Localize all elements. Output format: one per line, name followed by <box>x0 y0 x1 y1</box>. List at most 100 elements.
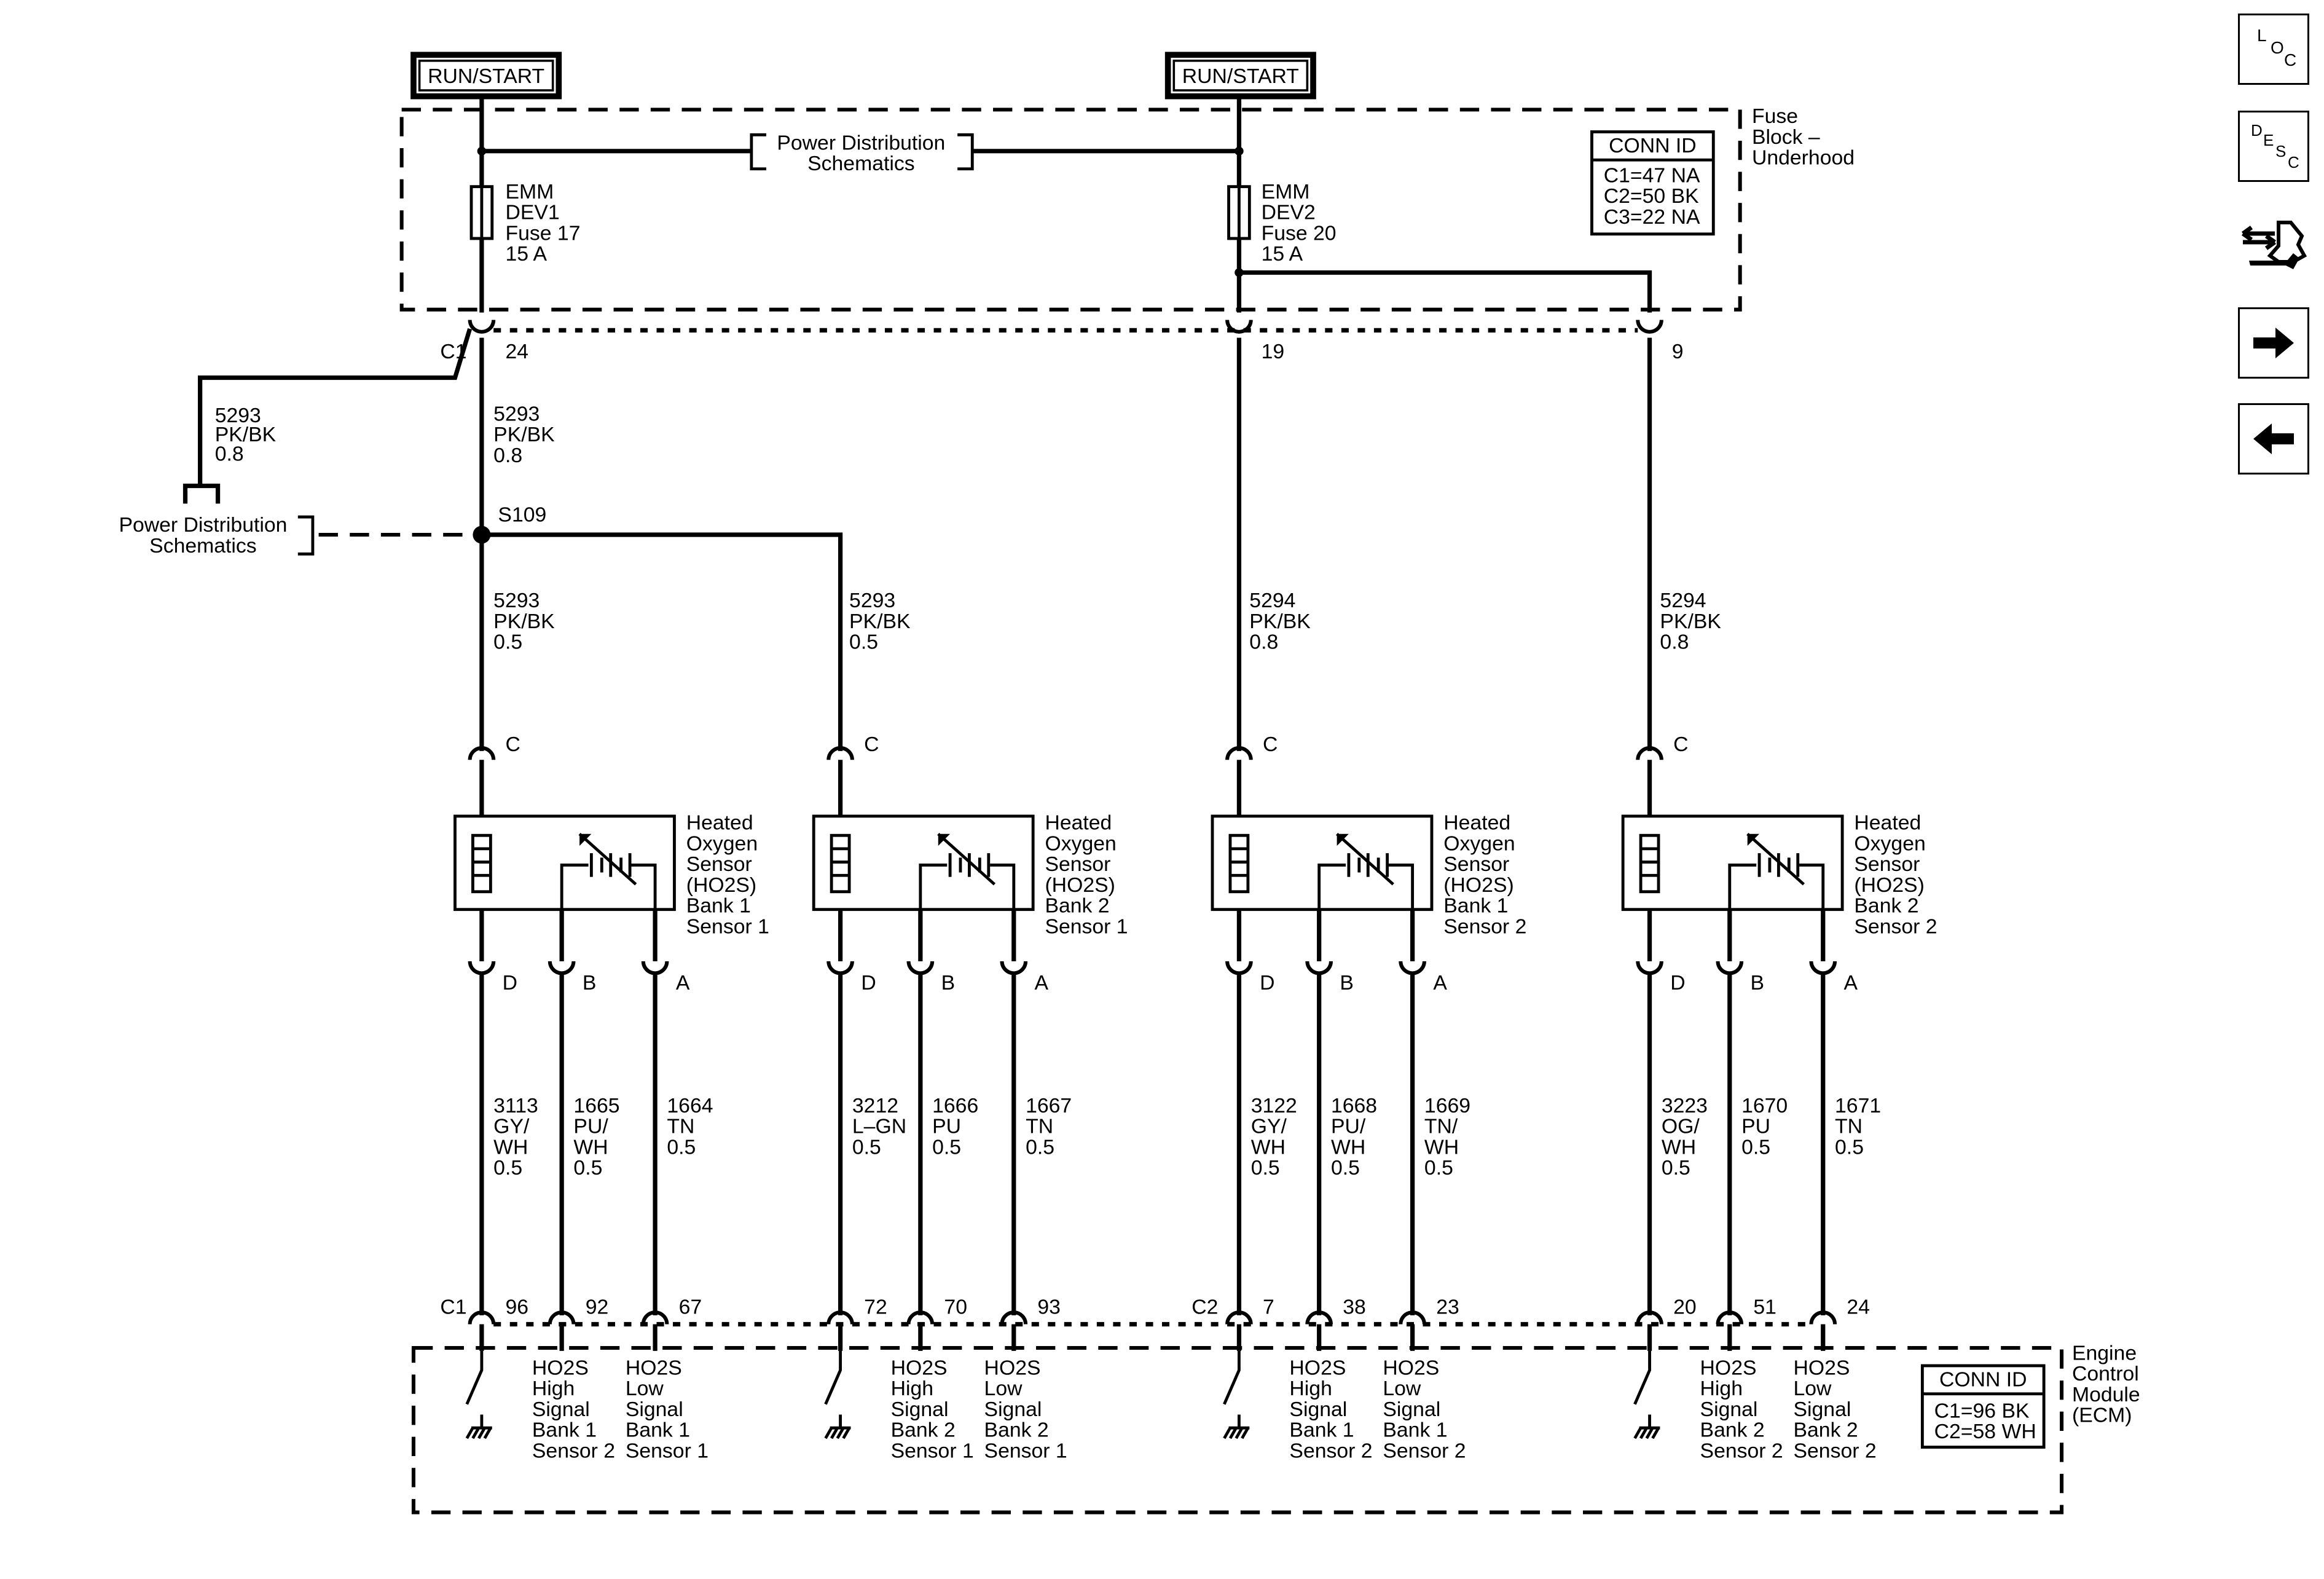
svg-text:70: 70 <box>944 1296 967 1319</box>
svg-text:5293: 5293 <box>215 404 261 427</box>
svg-text:HO2S: HO2S <box>1794 1356 1850 1379</box>
ecm-name-1: Engine <box>2072 1341 2137 1364</box>
svg-text:9: 9 <box>1672 340 1684 363</box>
svg-text:Sensor 1: Sensor 1 <box>984 1439 1067 1462</box>
svg-text:Sensor 2: Sensor 2 <box>1383 1439 1466 1462</box>
svg-text:15 A: 15 A <box>1262 242 1303 266</box>
svg-text:Oxygen: Oxygen <box>686 832 758 855</box>
previous-page-button[interactable] <box>2238 403 2309 474</box>
svg-text:HO2S: HO2S <box>984 1356 1041 1379</box>
ecm-name-3: Module <box>2072 1383 2140 1406</box>
next-page-button[interactable] <box>2238 307 2309 379</box>
svg-text:RUN/START: RUN/START <box>1182 65 1299 88</box>
connector-pin-9: 9 <box>1636 320 1684 363</box>
location-button[interactable]: L O C <box>2238 14 2309 85</box>
svg-text:Signal: Signal <box>891 1398 949 1421</box>
svg-text:PK/BK: PK/BK <box>849 610 911 633</box>
svg-text:Sensor 2: Sensor 2 <box>1700 1439 1783 1462</box>
svg-text:0.5: 0.5 <box>1662 1156 1690 1179</box>
svg-text:7: 7 <box>1263 1296 1274 1319</box>
ecm-name-2: Control <box>2072 1362 2139 1385</box>
svg-text:Low: Low <box>984 1377 1023 1400</box>
svg-text:5294: 5294 <box>1249 589 1295 612</box>
svg-text:Sensor: Sensor <box>686 853 752 876</box>
svg-text:Signal: Signal <box>984 1398 1042 1421</box>
svg-text:O: O <box>2271 38 2284 57</box>
svg-text:WH: WH <box>573 1135 608 1159</box>
connector-tools-button[interactable] <box>2238 209 2309 280</box>
svg-text:Bank 2: Bank 2 <box>1045 894 1109 918</box>
svg-text:24: 24 <box>505 340 528 363</box>
svg-text:23: 23 <box>1436 1296 1459 1319</box>
svg-text:1664: 1664 <box>667 1094 713 1117</box>
svg-text:Bank 1: Bank 1 <box>1383 1419 1447 1442</box>
svg-text:19: 19 <box>1262 340 1285 363</box>
svg-text:EMM: EMM <box>1262 180 1310 203</box>
svg-text:1670: 1670 <box>1741 1094 1788 1117</box>
svg-text:C: C <box>2284 50 2296 69</box>
svg-text:High: High <box>1700 1377 1743 1400</box>
svg-text:Low: Low <box>626 1377 664 1400</box>
ecm-conn-id-table: CONN ID C1=96 BK C2=58 WH <box>1920 1364 2046 1449</box>
svg-text:(HO2S): (HO2S) <box>1854 873 1924 897</box>
svg-text:D: D <box>861 971 876 994</box>
svg-text:C1=47 NA: C1=47 NA <box>1604 163 1700 187</box>
svg-text:Bank 1: Bank 1 <box>686 894 751 918</box>
svg-text:RUN/START: RUN/START <box>428 65 544 88</box>
svg-text:20: 20 <box>1673 1296 1697 1319</box>
svg-text:PU: PU <box>1741 1115 1770 1138</box>
svg-text:Bank 1: Bank 1 <box>626 1419 690 1442</box>
ecm-connector-c1: C1 <box>440 1296 466 1319</box>
svg-text:Sensor 1: Sensor 1 <box>891 1439 974 1462</box>
svg-text:HO2S: HO2S <box>532 1356 589 1379</box>
svg-text:1671: 1671 <box>1835 1094 1881 1117</box>
power-distribution-ref-top[interactable]: Power Distribution Schematics <box>750 131 974 175</box>
svg-text:92: 92 <box>586 1296 609 1319</box>
description-button[interactable]: D E S C <box>2238 111 2309 182</box>
svg-text:DEV1: DEV1 <box>505 201 559 224</box>
svg-text:OG/: OG/ <box>1662 1115 1700 1138</box>
svg-text:Bank 1: Bank 1 <box>1443 894 1508 918</box>
svg-text:0.8: 0.8 <box>1660 631 1689 654</box>
fuse-block-name-3: Underhood <box>1752 146 1855 170</box>
svg-text:B: B <box>583 971 597 994</box>
svg-text:Oxygen: Oxygen <box>1443 832 1515 855</box>
svg-text:Sensor: Sensor <box>1443 853 1509 876</box>
svg-text:3223: 3223 <box>1662 1094 1708 1117</box>
svg-text:15 A: 15 A <box>505 242 547 266</box>
svg-text:HO2S: HO2S <box>626 1356 682 1379</box>
svg-text:Schematics: Schematics <box>149 534 257 557</box>
svg-text:3113: 3113 <box>493 1094 538 1117</box>
svg-text:3122: 3122 <box>1251 1094 1297 1117</box>
svg-text:0.5: 0.5 <box>1835 1135 1864 1159</box>
svg-text:72: 72 <box>864 1296 887 1319</box>
svg-text:67: 67 <box>679 1296 702 1319</box>
svg-text:Bank 2: Bank 2 <box>1854 894 1918 918</box>
svg-text:PU/: PU/ <box>573 1115 608 1138</box>
ecm-connector-c2: C2 <box>1191 1296 1218 1319</box>
svg-text:C: C <box>864 733 879 756</box>
svg-text:S: S <box>2275 142 2286 160</box>
svg-text:Signal: Signal <box>1700 1398 1758 1421</box>
svg-text:C2=58 WH: C2=58 WH <box>1934 1420 2036 1443</box>
svg-text:Heated: Heated <box>686 811 753 835</box>
svg-text:B: B <box>1751 971 1765 994</box>
power-distribution-ref-left[interactable]: Power Distribution Schematics <box>119 513 315 557</box>
svg-text:Power Distribution: Power Distribution <box>777 131 945 154</box>
svg-text:Bank 2: Bank 2 <box>1794 1419 1858 1442</box>
svg-text:Bank 1: Bank 1 <box>1289 1419 1354 1442</box>
svg-text:5293: 5293 <box>493 589 540 612</box>
connector-pin-24: 24 <box>468 320 528 363</box>
svg-text:0.5: 0.5 <box>1251 1156 1280 1179</box>
svg-text:C: C <box>2288 153 2299 171</box>
svg-text:WH: WH <box>1662 1135 1696 1159</box>
svg-text:5293: 5293 <box>849 589 895 612</box>
svg-text:Bank 2: Bank 2 <box>891 1419 956 1442</box>
svg-text:D: D <box>2251 121 2263 140</box>
svg-text:GY/: GY/ <box>1251 1115 1287 1138</box>
svg-text:24: 24 <box>1847 1296 1870 1319</box>
